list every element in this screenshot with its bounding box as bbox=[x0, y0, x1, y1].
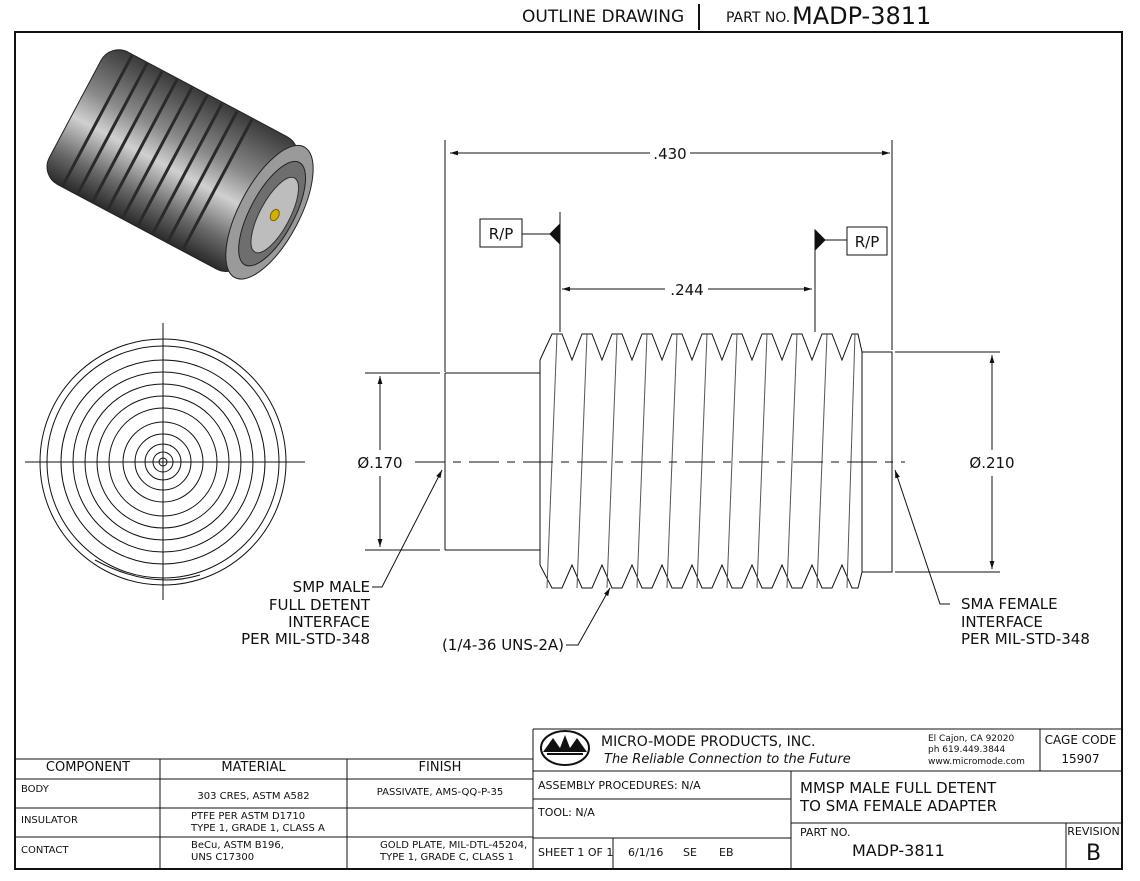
svg-text:INTERFACE: INTERFACE bbox=[288, 613, 370, 631]
title-part-number: MADP-3811 bbox=[852, 841, 945, 860]
drawn-by: SE bbox=[683, 846, 697, 859]
table-row-contact-material-2: UNS C17300 bbox=[191, 852, 255, 863]
table-row-contact-finish-2: TYPE 1, GRADE C, CLASS 1 bbox=[380, 852, 514, 863]
table-row-insulator-material-2: TYPE 1, GRADE 1, CLASS A bbox=[191, 823, 325, 834]
table-row-body-material: 303 CRES, ASTM A582 bbox=[197, 791, 310, 802]
table-header-finish: FINISH bbox=[418, 760, 462, 775]
rp-label-left: R/P bbox=[489, 225, 514, 243]
materials-table-grid bbox=[16, 729, 534, 868]
assembly-procedures: ASSEMBLY PROCEDURES: N/A bbox=[538, 779, 701, 792]
rp-box-left bbox=[479, 218, 523, 248]
title-block-grid bbox=[533, 728, 1121, 868]
cage-code-label: CAGE CODE bbox=[1044, 733, 1117, 747]
dim-dia-right: Ø.210 bbox=[969, 454, 1014, 472]
iso-view bbox=[46, 49, 314, 280]
callout-smp: SMP MALE FULL DETENT INTERFACE PER MIL-S… bbox=[241, 578, 371, 648]
dim-overall-length: .430 bbox=[653, 145, 686, 163]
callout-thread: (1/4-36 UNS-2A) bbox=[442, 636, 564, 654]
callout-sma: SMA FEMALE INTERFACE PER MIL-STD-348 bbox=[961, 595, 1090, 648]
company-name: MICRO-MODE PRODUCTS, INC. bbox=[601, 734, 816, 750]
table-row-insulator-material-1: PTFE PER ASTM D1710 bbox=[191, 811, 306, 822]
side-view bbox=[365, 140, 1000, 589]
end-view bbox=[25, 323, 305, 600]
rp-box-right bbox=[846, 226, 888, 256]
table-row-contact-material-1: BeCu, ASTM B196, bbox=[191, 840, 284, 851]
revision-letter: B bbox=[1085, 841, 1102, 866]
company-website: www.micromode.com bbox=[928, 757, 1025, 767]
drawing-header: OUTLINE DRAWING PART NO. MADP-3811 bbox=[0, 0, 1140, 30]
header-divider bbox=[698, 4, 700, 30]
dim-ref-plane: .244 bbox=[670, 281, 703, 299]
table-header-material: MATERIAL bbox=[221, 760, 286, 775]
svg-text:INTERFACE: INTERFACE bbox=[961, 613, 1043, 631]
table-row-contact-component: CONTACT bbox=[21, 845, 69, 856]
drawing-frame bbox=[14, 31, 1123, 870]
drawing-title: OUTLINE DRAWING bbox=[522, 7, 685, 27]
part-description-1: MMSP MALE FULL DETENT bbox=[800, 779, 997, 797]
drawing-date: 6/1/16 bbox=[628, 846, 664, 859]
company-address: El Cajon, CA 92020 bbox=[928, 734, 1015, 744]
dimension-lines bbox=[372, 150, 995, 646]
svg-text:SMA FEMALE: SMA FEMALE bbox=[961, 595, 1058, 613]
table-row-contact-finish-1: GOLD PLATE, MIL-DTL-45204, bbox=[380, 840, 528, 851]
svg-text:PER MIL-STD-348: PER MIL-STD-348 bbox=[241, 630, 370, 648]
svg-text:PER MIL-STD-348: PER MIL-STD-348 bbox=[961, 630, 1090, 648]
revision-label: REVISION bbox=[1067, 825, 1120, 838]
table-row-insulator-component: INSULATOR bbox=[21, 815, 78, 826]
svg-text:SMP MALE: SMP MALE bbox=[293, 578, 370, 596]
table-row-body-finish: PASSIVATE, AMS-QQ-P-35 bbox=[376, 787, 504, 798]
table-row-body-component: BODY bbox=[21, 784, 49, 795]
company-phone: ph 619.449.3844 bbox=[928, 745, 1006, 755]
checked-by: EB bbox=[719, 846, 734, 859]
title-part-label: PART NO. bbox=[800, 826, 851, 839]
table-header-component: COMPONENT bbox=[45, 760, 131, 775]
sheet-number: SHEET 1 OF 1 bbox=[538, 846, 614, 859]
part-description-2: TO SMA FEMALE ADAPTER bbox=[800, 797, 998, 815]
dim-dia-left: Ø.170 bbox=[357, 454, 402, 472]
company-logo bbox=[540, 730, 590, 766]
rp-label-right: R/P bbox=[855, 233, 880, 251]
header-part-number: MADP-3811 bbox=[792, 2, 932, 30]
company-tagline: The Reliable Connection to the Future bbox=[604, 752, 851, 767]
tool-note: TOOL: N/A bbox=[538, 806, 595, 819]
svg-text:FULL DETENT: FULL DETENT bbox=[269, 596, 371, 614]
header-part-label: PART NO. bbox=[726, 10, 791, 26]
cage-code: 15907 bbox=[1061, 752, 1100, 766]
